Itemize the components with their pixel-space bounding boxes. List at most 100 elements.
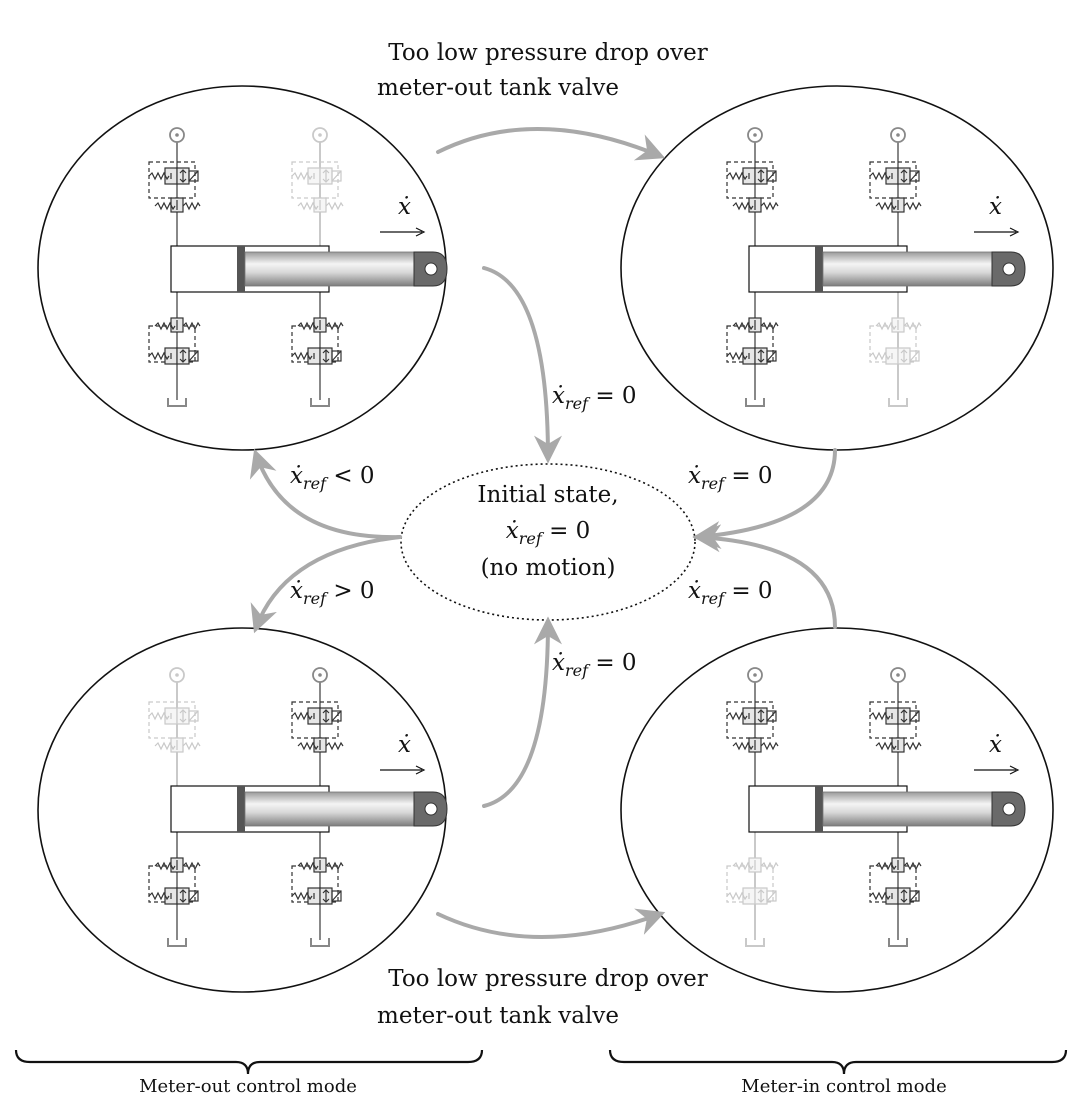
spring-icon: [875, 321, 897, 331]
pressure-source-dot: [175, 673, 179, 677]
solenoid-diagonal: [188, 170, 199, 182]
spring-icon: [869, 891, 891, 901]
solenoid-diagonal: [188, 710, 199, 722]
bottom-transition-label-line1: Too low pressure drop over: [388, 966, 708, 992]
valve-assembly: [291, 317, 344, 365]
valve-assembly: [726, 317, 779, 365]
solenoid-diagonal: [188, 890, 199, 902]
solenoid-diagonal: [331, 170, 342, 182]
cylinder-rod: [822, 791, 1002, 827]
spring-icon: [875, 861, 897, 871]
spring-icon: [297, 741, 319, 751]
tank-icon: [745, 938, 765, 947]
brace-meter-out: [14, 1049, 484, 1075]
spring-icon: [869, 711, 891, 721]
spring-icon: [875, 201, 897, 211]
flow-arrow-heads: [179, 889, 187, 903]
solenoid-diagonal: [766, 710, 777, 722]
spring-icon: [182, 321, 201, 331]
valve-assembly: [291, 701, 344, 753]
valve-assembly: [148, 701, 201, 753]
pressure-source-dot: [753, 673, 757, 677]
spring-icon: [869, 171, 891, 181]
cylinder-piston: [237, 786, 245, 832]
cylinder-piston: [815, 786, 823, 832]
xdot-label-top-right: ẋ: [989, 194, 1002, 220]
valve-assembly: [726, 701, 779, 753]
tank-icon: [310, 938, 330, 947]
solenoid-diagonal: [766, 890, 777, 902]
spring-icon: [760, 201, 779, 211]
valve-assembly: [869, 857, 922, 905]
solenoid-diagonal: [188, 350, 199, 362]
top-transition-label-line2: meter-out tank valve: [377, 75, 619, 101]
spring-icon: [148, 711, 170, 721]
solenoid-diagonal: [331, 350, 342, 362]
spring-icon: [325, 861, 344, 871]
state-bottom-right: [620, 627, 1054, 993]
solenoid-diagonal: [909, 890, 920, 902]
spring-icon: [291, 171, 313, 181]
flow-arrow-heads: [900, 709, 908, 723]
flow-arrow-heads: [179, 169, 187, 183]
spring-icon: [182, 201, 201, 211]
solenoid-icon: [766, 170, 777, 182]
cylinder-rod: [244, 251, 424, 287]
solenoid-icon: [188, 710, 199, 722]
spring-icon: [726, 171, 748, 181]
solenoid-diagonal: [331, 890, 342, 902]
spring-icon: [154, 861, 176, 871]
cond-tr-to-initial: ẋref = 0: [688, 463, 773, 493]
solenoid-icon: [188, 890, 199, 902]
solenoid-icon: [766, 890, 777, 902]
valve-assembly: [148, 161, 201, 213]
brace-meter-in: [608, 1049, 1068, 1075]
spring-icon: [154, 201, 176, 211]
spring-icon: [903, 321, 922, 331]
xdot-label-top-left: ẋ: [398, 194, 411, 220]
solenoid-icon: [331, 170, 342, 182]
flow-arrow-heads: [322, 709, 330, 723]
cond-br-to-initial: ẋref = 0: [688, 578, 773, 608]
tank-icon: [310, 398, 330, 407]
cond-tl-to-initial: ẋref = 0: [552, 383, 637, 413]
tank-icon: [888, 398, 908, 407]
flow-arrow-heads: [900, 349, 908, 363]
velocity-arrowhead: [415, 227, 426, 237]
spring-icon: [760, 321, 779, 331]
spring-icon: [875, 741, 897, 751]
rod-eye-hole: [424, 802, 438, 816]
valve-assembly: [726, 161, 779, 213]
flow-arrow-heads: [179, 349, 187, 363]
flow-arrow-heads: [322, 889, 330, 903]
rod-eye-hole: [1002, 262, 1016, 276]
flow-arrow-heads: [757, 349, 765, 363]
valve-assembly: [726, 857, 779, 905]
pressure-source-dot: [753, 133, 757, 137]
spring-icon: [297, 201, 319, 211]
spring-icon: [148, 891, 170, 901]
flow-arrow-heads: [900, 889, 908, 903]
solenoid-icon: [909, 710, 920, 722]
cylinder-rod: [244, 791, 424, 827]
transition-arrow-bl-to-initial: [482, 616, 562, 808]
transition-arrow-tl-to-tr: [436, 127, 666, 161]
bottom-transition-label-line2: meter-out tank valve: [377, 1003, 619, 1029]
valve-assembly: [148, 317, 201, 365]
spring-icon: [726, 891, 748, 901]
solenoid-diagonal: [766, 350, 777, 362]
solenoid-diagonal: [909, 350, 920, 362]
flow-arrow-heads: [757, 709, 765, 723]
xdot-label-bottom-right: ẋ: [989, 732, 1002, 758]
pressure-source-dot: [175, 133, 179, 137]
pressure-source-dot: [896, 133, 900, 137]
tank-icon: [167, 398, 187, 407]
tank-icon: [888, 938, 908, 947]
spring-icon: [325, 321, 344, 331]
cylinder-rod: [822, 251, 1002, 287]
flow-arrow-heads: [900, 169, 908, 183]
spring-icon: [732, 861, 754, 871]
actuator-circuit-bottom-right: [726, 667, 1026, 947]
tank-icon: [745, 398, 765, 407]
spring-icon: [732, 321, 754, 331]
